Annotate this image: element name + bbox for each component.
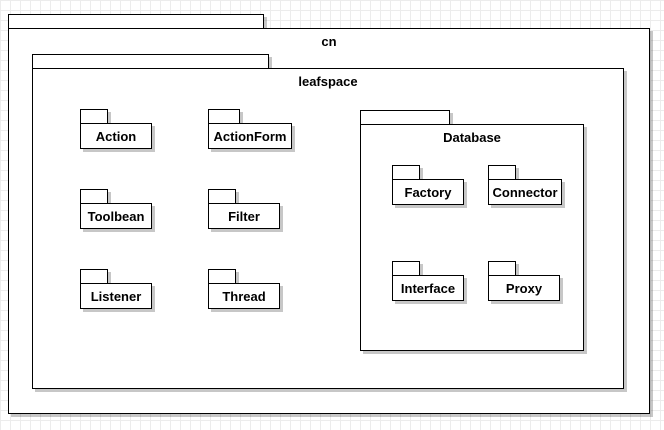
package-filter-body: Filter: [208, 203, 280, 229]
package-database-title: Database: [443, 130, 501, 145]
package-toolbean-label: Toolbean: [87, 208, 145, 224]
package-proxy[interactable]: Proxy: [488, 261, 560, 301]
package-database-body: [360, 124, 584, 351]
package-factory[interactable]: Factory: [392, 165, 464, 205]
package-proxy-label: Proxy: [505, 280, 543, 296]
package-factory-body: Factory: [392, 179, 464, 205]
package-connector-label: Connector: [492, 184, 558, 200]
package-interface[interactable]: Interface: [392, 261, 464, 301]
package-listener[interactable]: Listener: [80, 269, 152, 309]
package-leafspace-title: leafspace: [298, 74, 358, 89]
package-interface-label: Interface: [400, 280, 456, 296]
package-database[interactable]: Database: [360, 110, 584, 351]
package-proxy-body: Proxy: [488, 275, 560, 301]
package-cn-title: cn: [321, 34, 337, 49]
package-thread-label: Thread: [222, 288, 266, 304]
package-filter-label: Filter: [228, 208, 260, 224]
package-interface-body: Interface: [392, 275, 464, 301]
package-toolbean[interactable]: Toolbean: [80, 189, 152, 229]
package-connector[interactable]: Connector: [488, 165, 562, 205]
package-action-body: Action: [80, 123, 152, 149]
package-listener-body: Listener: [80, 283, 152, 309]
package-thread[interactable]: Thread: [208, 269, 280, 309]
package-actionform-label: ActionForm: [213, 128, 287, 144]
package-thread-body: Thread: [208, 283, 280, 309]
package-action-label: Action: [95, 128, 137, 144]
package-filter[interactable]: Filter: [208, 189, 280, 229]
package-actionform[interactable]: ActionForm: [208, 109, 292, 149]
package-connector-body: Connector: [488, 179, 562, 205]
package-factory-label: Factory: [404, 184, 452, 200]
package-listener-label: Listener: [90, 288, 142, 304]
package-actionform-body: ActionForm: [208, 123, 292, 149]
package-action[interactable]: Action: [80, 109, 152, 149]
package-toolbean-body: Toolbean: [80, 203, 152, 229]
